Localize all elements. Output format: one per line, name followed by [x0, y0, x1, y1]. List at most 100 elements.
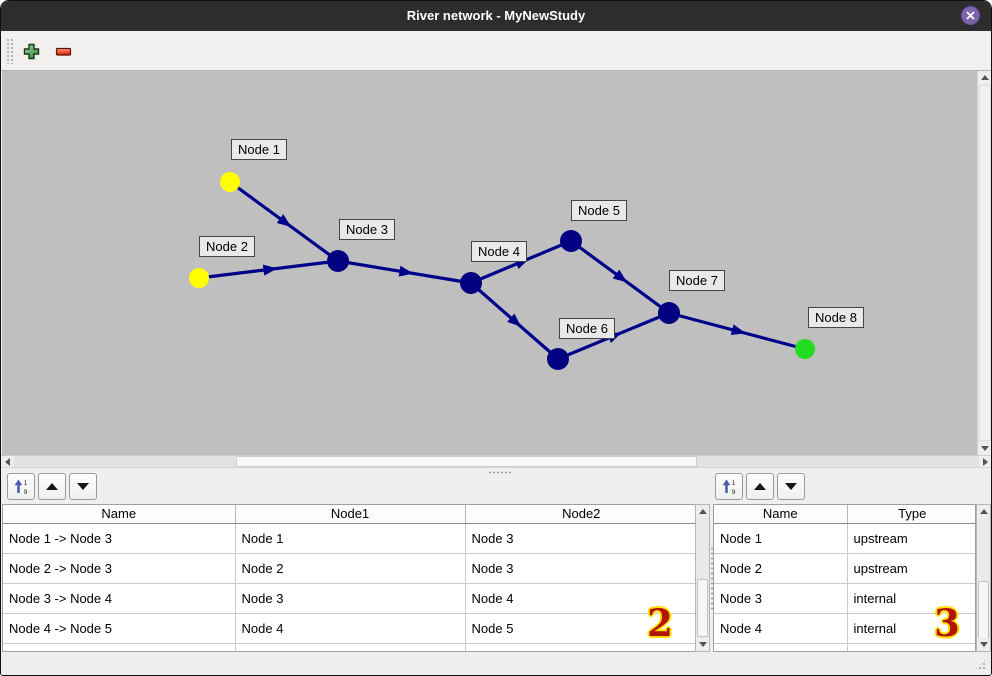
- scroll-up-button[interactable]: [977, 505, 990, 518]
- scrollbar-thumb[interactable]: [979, 85, 991, 441]
- table-cell: Node 3: [465, 553, 696, 584]
- node-node2[interactable]: [189, 268, 209, 288]
- table-cell: Node 1 -> Node 3: [3, 523, 236, 554]
- close-button[interactable]: [961, 6, 980, 25]
- annotation-mark-2: 2: [647, 601, 673, 645]
- table-cell: Node 3: [465, 523, 696, 554]
- close-icon: [966, 11, 975, 20]
- node-node4[interactable]: [460, 272, 482, 294]
- triangle-up-icon: [981, 75, 989, 80]
- scrollbar-thumb[interactable]: [236, 456, 697, 467]
- nodes-table-scrollbar[interactable]: [976, 504, 991, 652]
- canvas-horizontal-scrollbar[interactable]: [1, 455, 991, 468]
- canvas-vertical-scrollbar[interactable]: [977, 71, 991, 455]
- svg-text:9: 9: [732, 488, 736, 495]
- scrollbar-thumb[interactable]: [978, 581, 989, 643]
- resize-grip[interactable]: [974, 658, 987, 671]
- reaches-sort-button[interactable]: 1 9: [7, 473, 35, 500]
- triangle-left-icon: [5, 457, 10, 466]
- window-title: River network - MyNewStudy: [406, 8, 586, 23]
- nodes-move-up-button[interactable]: [746, 473, 774, 500]
- minus-icon: [55, 47, 71, 56]
- column-header-name[interactable]: Name: [714, 505, 848, 524]
- node-node8[interactable]: [795, 339, 815, 359]
- node-node3[interactable]: [327, 250, 349, 272]
- node-label-node7[interactable]: Node 7: [669, 270, 725, 291]
- table-cell: Node 1: [714, 523, 848, 554]
- table-cell: Node 4 -> Node 5: [3, 613, 236, 644]
- horizontal-splitter-handle[interactable]: [710, 546, 714, 610]
- column-header-name[interactable]: Name: [3, 505, 236, 524]
- scroll-right-button[interactable]: [979, 456, 991, 467]
- node-label-node8[interactable]: Node 8: [808, 307, 864, 328]
- add-button[interactable]: [20, 40, 42, 62]
- column-header-node2[interactable]: Node2: [465, 505, 696, 524]
- annotation-mark-3: 3: [934, 601, 960, 645]
- triangle-up-icon: [979, 509, 988, 514]
- node-label-node6[interactable]: Node 6: [559, 318, 615, 339]
- main-toolbar: [1, 31, 991, 71]
- titlebar[interactable]: River network - MyNewStudy: [1, 1, 991, 31]
- scroll-left-button[interactable]: [1, 456, 14, 467]
- svg-text:1: 1: [24, 479, 28, 487]
- table-cell: Node 1: [235, 523, 466, 554]
- nodes-move-down-button[interactable]: [777, 473, 805, 500]
- table-cell: Node 2: [235, 553, 466, 584]
- reaches-move-down-button[interactable]: [69, 473, 97, 500]
- scroll-down-button[interactable]: [977, 638, 990, 651]
- nodes-sort-button[interactable]: 1 9: [715, 473, 743, 500]
- scroll-down-button[interactable]: [696, 638, 709, 651]
- triangle-up-icon: [46, 483, 58, 490]
- arrowhead-icon: [730, 324, 746, 336]
- scroll-up-button[interactable]: [978, 71, 991, 84]
- node-label-node5[interactable]: Node 5: [571, 200, 627, 221]
- vertical-splitter-handle[interactable]: [488, 471, 512, 474]
- scroll-up-button[interactable]: [696, 505, 709, 518]
- table-cell: upstream: [847, 523, 975, 554]
- arrowhead-icon: [398, 265, 414, 277]
- table-cell: Node 4: [714, 613, 848, 644]
- table-cell: Node 5: [465, 613, 696, 644]
- table-cell: internal: [847, 583, 975, 614]
- node-node7[interactable]: [658, 302, 680, 324]
- scrollbar-thumb[interactable]: [697, 579, 708, 637]
- table-cell: Node 3: [714, 583, 848, 614]
- node-label-node2[interactable]: Node 2: [199, 236, 255, 257]
- sort-1-9-icon: 1 9: [722, 479, 736, 495]
- remove-button[interactable]: [52, 40, 74, 62]
- reaches-move-up-button[interactable]: [38, 473, 66, 500]
- table-cell: Node 4: [465, 583, 696, 614]
- table-cell: upstream: [847, 553, 975, 584]
- node-node1[interactable]: [220, 172, 240, 192]
- table-cell: Node 3 -> Node 4: [3, 583, 236, 614]
- triangle-right-icon: [983, 457, 988, 466]
- node-label-node1[interactable]: Node 1: [231, 139, 287, 160]
- reaches-table-scrollbar[interactable]: [695, 504, 710, 652]
- river-network-diagram: [189, 172, 815, 370]
- column-header-node1[interactable]: Node1: [235, 505, 466, 524]
- arrowhead-icon: [612, 269, 628, 283]
- node-node6[interactable]: [547, 348, 569, 370]
- triangle-down-icon: [785, 483, 797, 490]
- node-label-node4[interactable]: Node 4: [471, 241, 527, 262]
- toolbar-drag-handle[interactable]: [6, 38, 14, 64]
- triangle-up-icon: [698, 509, 707, 514]
- arrowhead-icon: [507, 313, 522, 327]
- node-node5[interactable]: [560, 230, 582, 252]
- scroll-down-button[interactable]: [978, 442, 991, 455]
- table-cell: internal: [847, 613, 975, 644]
- node-label-node3[interactable]: Node 3: [339, 219, 395, 240]
- column-header-type[interactable]: Type: [847, 505, 975, 524]
